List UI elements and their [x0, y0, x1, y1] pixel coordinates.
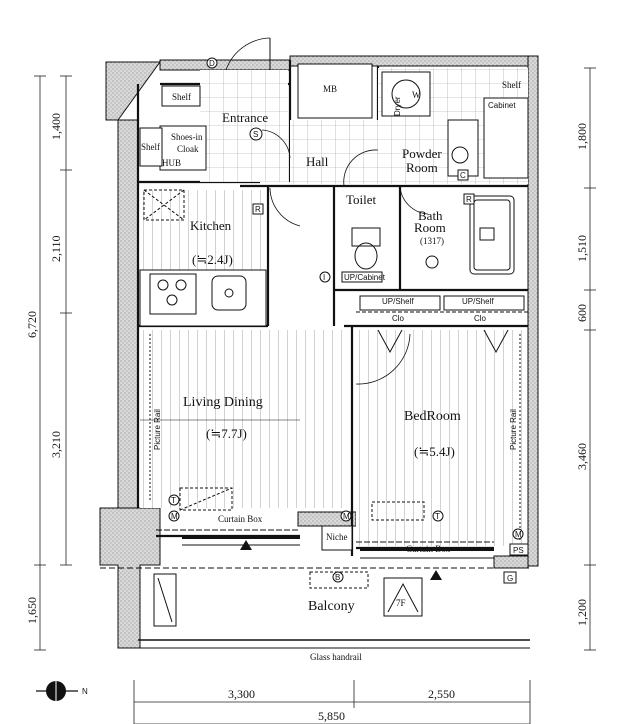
symbol-g-text: G: [507, 574, 513, 583]
symbol-d-text: D: [209, 59, 215, 68]
label-bedroom-size: (≒5.4J): [414, 444, 455, 459]
label-dryer: Dryer: [393, 96, 402, 116]
window-arrows: [240, 540, 442, 580]
label-shelf-powder: Shelf: [502, 80, 521, 90]
symbol-t1-text: T: [171, 496, 176, 505]
label-shelf-left: Shelf: [141, 142, 160, 152]
symbol-r1-text: R: [255, 205, 261, 214]
label-kitchen: Kitchen: [190, 218, 232, 233]
dim-bottom-3300: 3,300: [228, 687, 255, 701]
symbol-ps-text: PS: [513, 546, 524, 555]
label-balcony: Balcony: [308, 599, 355, 614]
symbol-t1: [168, 494, 180, 506]
label-curtain-box-right: Curtain Box: [406, 544, 451, 554]
label-mb: MB: [323, 84, 337, 94]
symbol-m1-text: M: [171, 512, 178, 521]
label-living-size: (≒7.7J): [206, 426, 247, 441]
label-cloak: Cloak: [177, 144, 199, 154]
label-cabinet: Cabinet: [488, 101, 516, 110]
symbol-m2: [340, 510, 352, 522]
label-bath-size: (1317): [420, 236, 444, 246]
dimension-lines: [34, 67, 596, 724]
label-living: Living Dining: [183, 395, 263, 410]
wood-flooring: [140, 190, 526, 546]
symbol-letters: D S C R R I M M M T T B PS G: [171, 59, 524, 583]
symbols: [168, 57, 529, 584]
label-bath-2: Room: [414, 220, 446, 235]
dim-left-1650: 1,650: [25, 597, 39, 624]
symbol-t2-text: T: [435, 512, 440, 521]
dim-bottom-2550: 2,550: [428, 687, 455, 701]
label-up-shelf-1: UP/Shelf: [382, 297, 414, 306]
label-entrance: Entrance: [222, 110, 268, 125]
north-label: N: [82, 687, 88, 696]
label-clo-2: Clo: [474, 314, 487, 323]
label-bedroom: BedRoom: [404, 409, 461, 424]
dim-left-6720: 6,720: [25, 311, 39, 338]
label-picture-rail-right: Picture Rail: [509, 409, 518, 450]
dim-bottom-5850: 5,850: [318, 709, 345, 723]
label-clo-1: Clo: [392, 314, 405, 323]
symbol-s: [249, 127, 263, 141]
symbol-r2: [463, 193, 475, 205]
symbol-m3-text: M: [515, 530, 522, 539]
dim-right-3460: 3,460: [575, 443, 589, 470]
label-glass-handrail: Glass handrail: [310, 652, 362, 662]
symbol-i: [319, 271, 331, 283]
label-shoes-in: Shoes-in: [171, 132, 203, 142]
label-up-cabinet: UP/Cabinet: [344, 273, 386, 282]
symbol-t2: [432, 510, 444, 522]
label-niche: Niche: [326, 532, 348, 542]
label-hall: Hall: [306, 154, 329, 169]
label-toilet: Toilet: [346, 192, 377, 207]
symbol-r2-text: R: [466, 195, 472, 204]
symbol-m3: [512, 528, 524, 540]
label-powder-2: Room: [406, 160, 438, 175]
room-labels: Entrance Hall Powder Room Toilet Bath Ro…: [183, 84, 461, 614]
symbol-s-text: S: [253, 130, 258, 139]
symbol-d: [206, 57, 218, 69]
label-hub: HUB: [162, 158, 181, 168]
label-shelf-entrance: Shelf: [172, 92, 191, 102]
mb-box: [297, 63, 373, 119]
label-kitchen-size: (≒2.4J): [192, 252, 233, 267]
washer: [381, 71, 431, 117]
dimension-labels: 1,400 2,110 6,720 3,210 1,650 1,800 1,51…: [25, 113, 589, 723]
symbol-r1: [252, 203, 264, 215]
symbol-b: [332, 571, 344, 583]
fixtures: [100, 37, 530, 649]
label-up-shelf-2: UP/Shelf: [462, 297, 494, 306]
symbol-i-text: I: [323, 273, 325, 282]
label-bath-1: Bath: [418, 208, 443, 223]
label-curtain-box-left: Curtain Box: [218, 514, 263, 524]
label-powder-1: Powder: [402, 146, 442, 161]
symbol-c: [457, 169, 469, 181]
symbol-b-text: B: [335, 573, 340, 582]
dim-right-600: 600: [575, 304, 589, 322]
north-arrow: N: [36, 681, 88, 701]
dim-right-1200: 1,200: [575, 599, 589, 626]
symbol-g: [503, 571, 517, 584]
symbol-ps: [509, 543, 529, 556]
dim-left-3210: 3,210: [49, 431, 63, 458]
label-floor-mark: 7F: [396, 598, 406, 608]
dim-right-1800: 1,800: [575, 123, 589, 150]
misc-labels: Shelf Shelf Shelf Shoes-in Cloak HUB Cab…: [141, 80, 521, 662]
label-picture-rail-left: Picture Rail: [153, 409, 162, 450]
symbol-m2-text: M: [343, 512, 350, 521]
symbol-m1: [168, 510, 180, 522]
dim-left-1400: 1,400: [49, 113, 63, 140]
dim-left-2110: 2,110: [49, 235, 63, 262]
symbol-c-text: C: [460, 171, 466, 180]
label-wm: W: [412, 90, 421, 100]
dim-right-1510: 1,510: [575, 235, 589, 262]
